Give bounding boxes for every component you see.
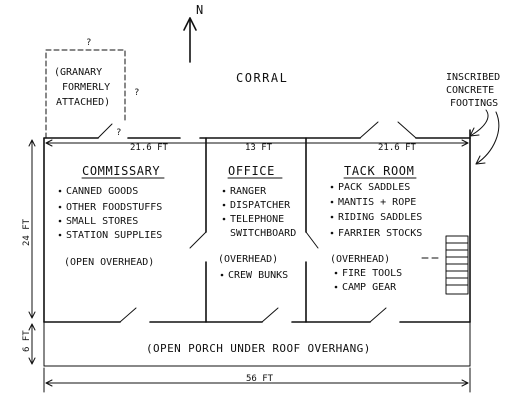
commissary-bullets bbox=[58, 189, 62, 237]
tack-room-item-3: RIDING SADDLES bbox=[338, 212, 422, 223]
dimension-left: 21.6 FT bbox=[130, 143, 169, 153]
north-label: N bbox=[196, 3, 204, 17]
office-bullets bbox=[220, 189, 226, 277]
office-sub-item-1: CREW BUNKS bbox=[228, 270, 288, 281]
granary-question-right: ? bbox=[134, 88, 139, 98]
commissary-item-4: STATION SUPPLIES bbox=[66, 230, 162, 241]
dimension-height-porch: 6 FT bbox=[22, 330, 32, 352]
dimension-right: 21.6 FT bbox=[378, 143, 417, 153]
building-walls bbox=[43, 121, 471, 367]
granary-label-line-1: (GRANARY bbox=[54, 67, 102, 78]
granary-label-line-2: FORMERLY bbox=[62, 82, 110, 93]
granary-label-line-3: ATTACHED) bbox=[56, 97, 110, 108]
tack-room-sub-item-2: CAMP GEAR bbox=[342, 282, 397, 293]
office-item-4: SWITCHBOARD bbox=[230, 228, 296, 239]
office-item-3: TELEPHONE bbox=[230, 214, 284, 225]
office-title: OFFICE bbox=[228, 164, 275, 178]
porch-label: (OPEN PORCH UNDER ROOF OVERHANG) bbox=[146, 342, 371, 355]
dimension-middle: 13 FT bbox=[245, 143, 273, 153]
tack-room-bullets bbox=[330, 185, 439, 289]
footings-label-line-3: FOOTINGS bbox=[450, 98, 498, 109]
commissary-item-1: CANNED GOODS bbox=[66, 186, 138, 197]
office-note: (OVERHEAD) bbox=[218, 254, 278, 265]
tack-room-title: TACK ROOM bbox=[344, 164, 414, 178]
dimension-height-main: 24 FT bbox=[22, 218, 32, 246]
commissary-item-2: OTHER FOODSTUFFS bbox=[66, 202, 162, 213]
bottom-dimension-line bbox=[43, 367, 471, 393]
commissary-note: (OPEN OVERHEAD) bbox=[64, 257, 154, 268]
staircase bbox=[445, 235, 469, 295]
granary-question-bottom: ? bbox=[116, 128, 121, 138]
footings-arrows bbox=[469, 109, 500, 165]
tack-room-item-2: MANTIS + ROPE bbox=[338, 197, 416, 208]
corral-label: CORRAL bbox=[236, 71, 288, 85]
commissary-item-3: SMALL STORES bbox=[66, 216, 138, 227]
tack-room-sub-item-1: FIRE TOOLS bbox=[342, 268, 402, 279]
footings-label-line-2: CONCRETE bbox=[446, 85, 494, 96]
office-item-2: DISPATCHER bbox=[230, 200, 291, 211]
tack-room-item-1: PACK SADDLES bbox=[338, 182, 410, 193]
tack-room-item-4: FARRIER STOCKS bbox=[338, 228, 422, 239]
footings-label-line-1: INSCRIBED bbox=[446, 72, 500, 83]
left-dimension-lines bbox=[28, 139, 36, 365]
dimension-total: 56 FT bbox=[246, 374, 274, 384]
granary-outline bbox=[45, 49, 126, 139]
north-arrow bbox=[183, 17, 197, 63]
office-item-1: RANGER bbox=[230, 186, 267, 197]
tack-room-note: (OVERHEAD) bbox=[330, 254, 390, 265]
granary-question-top: ? bbox=[86, 38, 91, 48]
top-dimension-line bbox=[45, 138, 469, 148]
commissary-title: COMMISSARY bbox=[82, 164, 160, 178]
